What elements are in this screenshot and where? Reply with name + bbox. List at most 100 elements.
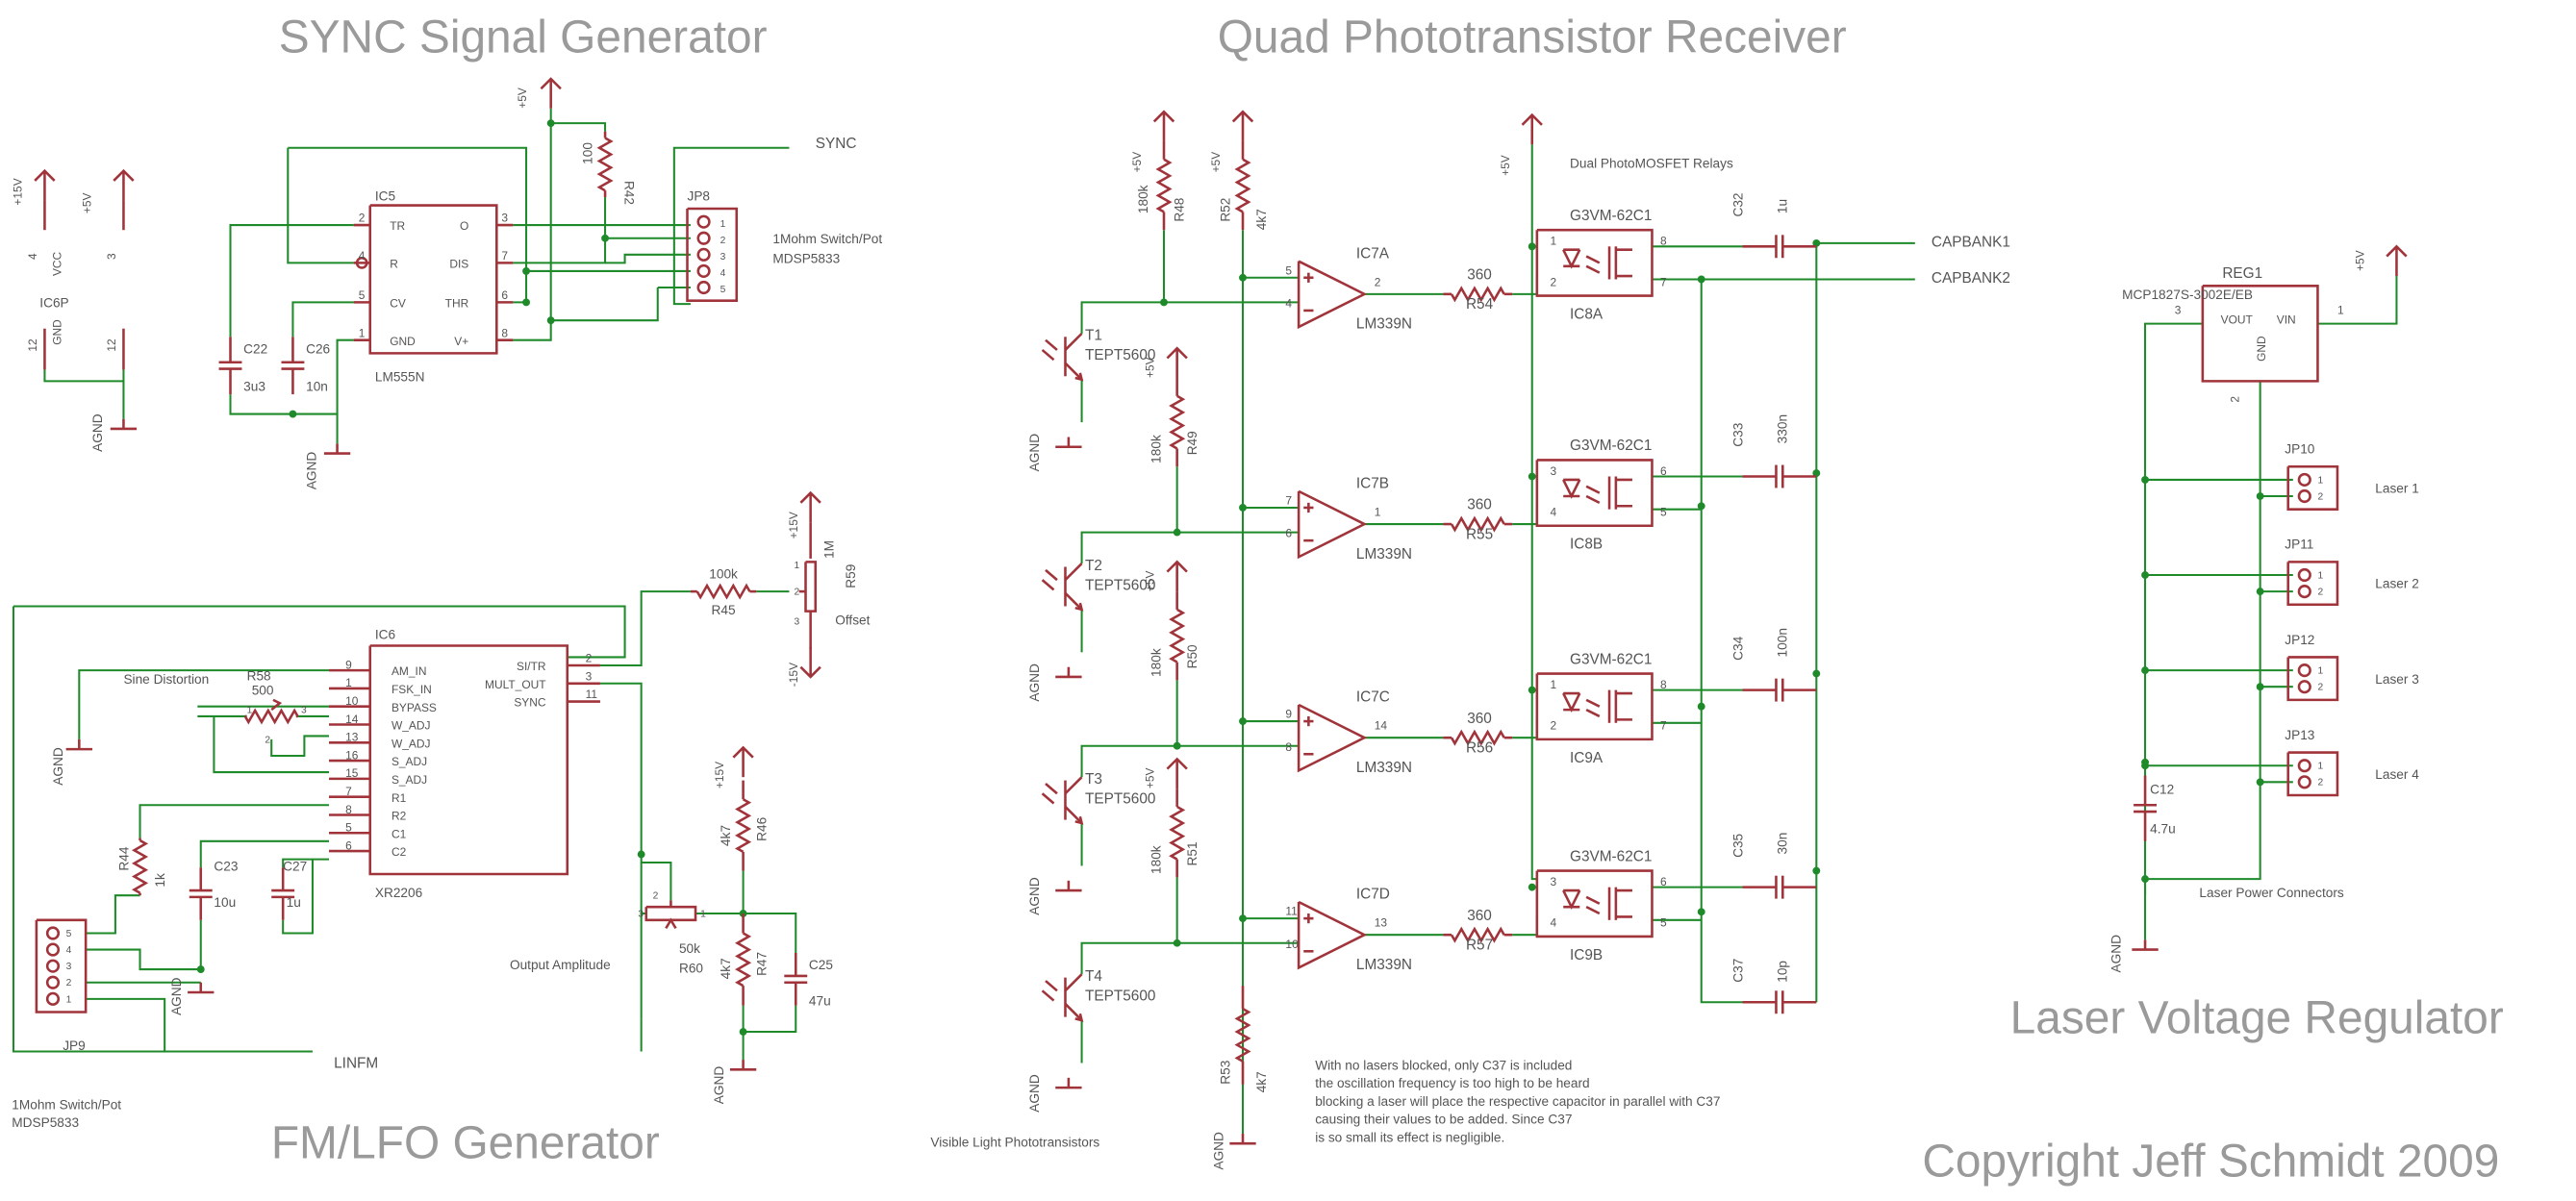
header-pin (2297, 585, 2311, 599)
header-pin (45, 959, 61, 973)
symbol-line (1041, 348, 1055, 362)
label: 1u (287, 895, 301, 910)
label: IC8B (1570, 537, 1603, 553)
wire (270, 735, 330, 757)
label: 5 (359, 288, 366, 302)
label: 3 (795, 616, 800, 627)
symbol-line (1064, 973, 1083, 992)
r45 (695, 583, 751, 600)
label: C26 (306, 341, 330, 356)
wire-junction (1173, 741, 1181, 750)
label: 11 (586, 688, 598, 701)
label: Output Amplitude (510, 958, 611, 972)
label: 3 (1551, 464, 1557, 478)
label: TEPT5600 (1085, 577, 1155, 593)
label: 360 (1467, 711, 1492, 727)
label: IC9B (1570, 947, 1603, 963)
label: TEPT5600 (1085, 347, 1155, 363)
label: 360 (1467, 908, 1492, 924)
label: R51 (1185, 841, 1200, 865)
label: is so small its effect is negligible. (1315, 1130, 1504, 1144)
label: 7 (1660, 719, 1667, 733)
label: 5 (1660, 506, 1667, 519)
label: JP11 (2285, 538, 2313, 552)
series-r (1450, 729, 1505, 746)
copyright: Copyright Jeff Schmidt 2009 (1922, 1136, 2499, 1187)
symbol-line (1074, 372, 1084, 382)
label: 4k7 (1254, 209, 1269, 230)
label: R45 (712, 603, 736, 617)
wire-junction (546, 316, 555, 325)
label: 500 (252, 684, 274, 698)
label: 2 (795, 588, 800, 598)
r46 (735, 798, 752, 854)
label: Laser 1 (2375, 482, 2419, 496)
symbol-line (1585, 255, 1601, 264)
wire-junction (2256, 778, 2264, 787)
label: Laser 3 (2375, 672, 2419, 687)
label: LINFM (334, 1056, 378, 1072)
label: Laser 4 (2375, 767, 2419, 782)
label: 4k7 (719, 958, 733, 979)
r47 (735, 932, 752, 988)
label: 2 (1551, 275, 1557, 288)
label: 1 (2337, 303, 2344, 316)
label: 8 (1660, 235, 1667, 248)
label: blocking a laser will place the respecti… (1315, 1094, 1720, 1109)
wire-junction (1812, 866, 1821, 875)
wire-junction (522, 298, 530, 307)
label: 4 (1551, 506, 1557, 519)
wire-junction (1528, 883, 1536, 891)
label: 360 (1467, 497, 1492, 513)
wire-junction (1173, 528, 1181, 537)
symbol-line (1064, 332, 1083, 351)
series-r (1450, 286, 1505, 303)
label: AGND (1027, 1074, 1042, 1113)
label: R57 (1466, 938, 1493, 954)
label: 10 (345, 694, 359, 708)
label: R49 (1185, 431, 1200, 455)
wire (1700, 279, 1743, 1004)
label: R46 (755, 817, 770, 841)
label: 16 (345, 748, 359, 762)
label: T1 (1085, 328, 1102, 344)
symbol-line (1585, 494, 1601, 504)
symbol-line (1562, 889, 1581, 911)
wire (1080, 744, 1300, 778)
label: 1 (1551, 678, 1557, 691)
title-receiver: Quad Phototransistor Receiver (1218, 13, 1847, 63)
wire (1512, 914, 1538, 937)
label: 1 (700, 909, 706, 919)
label: FSK_IN (391, 683, 432, 696)
pullup-r (1169, 805, 1186, 861)
label: 13 (1375, 916, 1388, 930)
wire (2317, 276, 2398, 325)
label: 1 (2317, 570, 2323, 581)
relay-1 (1535, 459, 1654, 528)
wire (599, 682, 643, 855)
wire-junction (1812, 238, 1821, 247)
wire-junction (1697, 702, 1705, 711)
label: 5 (66, 929, 72, 939)
wire (640, 854, 672, 901)
label: 1 (2317, 475, 2323, 486)
label: TR (390, 219, 405, 233)
symbol-line (1064, 591, 1083, 611)
label: SYNC (514, 696, 546, 710)
ic6p-label: IC6P (39, 296, 68, 311)
label: AGND (1027, 663, 1042, 702)
header-pin (45, 991, 61, 1006)
label: +15V (713, 762, 726, 788)
label: 2 (2228, 396, 2241, 403)
label: 2 (265, 735, 270, 745)
label: C27 (283, 860, 307, 874)
label: 50k (679, 941, 700, 956)
label: 6 (501, 288, 508, 302)
label: DIS (449, 258, 468, 271)
label: +5V (1130, 152, 1144, 173)
r52 (1234, 158, 1251, 213)
header-pin (45, 926, 61, 940)
r42 (596, 137, 614, 192)
relay-3 (1535, 869, 1654, 938)
label: 3 (2175, 303, 2182, 316)
